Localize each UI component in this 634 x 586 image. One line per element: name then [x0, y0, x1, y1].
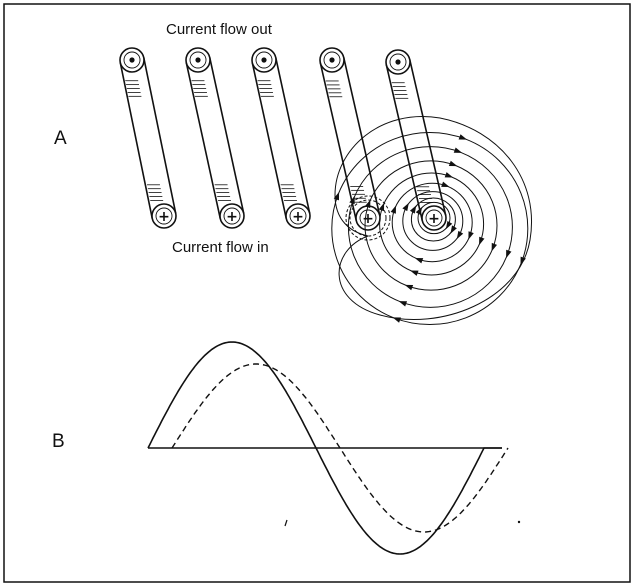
voltage-sine-wave — [147, 341, 502, 555]
conductor-edge — [274, 57, 311, 214]
conductor-edge — [119, 62, 154, 219]
dot-in-circle-icon — [319, 47, 345, 73]
plus-symbol: + — [362, 211, 374, 227]
field-line — [331, 131, 529, 326]
field-arrow — [441, 181, 450, 188]
conductor-5: + — [385, 49, 447, 231]
current-in-label: Current flow in — [172, 239, 269, 256]
field-line — [410, 197, 456, 242]
field-arrow — [402, 202, 409, 212]
ink-speck — [284, 519, 288, 527]
field-arrow — [456, 230, 464, 240]
field-arrow — [378, 202, 385, 212]
field-line — [364, 160, 498, 291]
panel-a-label: A — [54, 128, 67, 149]
conductor-edge — [208, 57, 245, 214]
conductor-edge — [319, 62, 358, 221]
field-line — [379, 172, 485, 276]
current-lagging-sine-wave — [171, 363, 509, 533]
field-line-dashed — [349, 199, 387, 237]
field-line — [334, 116, 532, 320]
magnetic-field-lines — [331, 116, 532, 326]
plus-in-circle-icon: + — [421, 205, 447, 231]
dot-in-circle-icon — [385, 49, 411, 75]
field-arrow — [444, 172, 454, 178]
field-arrow — [453, 147, 463, 153]
field-arrow — [450, 225, 457, 234]
panel-b-label: B — [52, 431, 65, 452]
field-arrow — [414, 257, 424, 264]
field-arrow — [468, 231, 474, 240]
plus-in-circle-icon: + — [219, 203, 245, 229]
plus-symbol: + — [292, 209, 304, 225]
field-arrow — [415, 206, 423, 216]
plus-symbol: + — [158, 209, 170, 225]
plus-in-circle-icon: + — [151, 203, 177, 229]
field-arrow — [458, 134, 468, 140]
field-arrow — [398, 301, 408, 307]
conductor-edge — [342, 57, 381, 216]
figure-border — [3, 3, 631, 583]
field-arrow — [364, 199, 371, 209]
field-line-dashed — [345, 195, 391, 241]
conductor-edge — [185, 62, 222, 219]
field-line — [417, 201, 451, 235]
dot-in-circle-icon — [119, 47, 145, 73]
plus-symbol: + — [226, 209, 238, 225]
field-arrow — [506, 249, 512, 259]
plus-in-circle-icon: + — [355, 205, 381, 231]
field-arrow — [491, 242, 498, 252]
conductor-edge — [408, 59, 447, 216]
conductor-edge — [385, 64, 424, 221]
field-arrow — [410, 270, 419, 276]
plus-in-circle-icon: + — [285, 203, 311, 229]
field-arrow — [445, 220, 453, 230]
field-arrow — [479, 236, 485, 246]
conductor-loops: + + + + + — [119, 47, 447, 231]
conductor-edge — [142, 57, 177, 214]
field-arrow — [409, 205, 417, 214]
field-line — [391, 182, 473, 263]
field-line — [402, 191, 464, 251]
field-arrow — [448, 160, 458, 167]
field-arrow — [390, 205, 396, 214]
conductor-1: + — [119, 47, 177, 229]
dot-in-circle-icon — [185, 47, 211, 73]
conductor-edge — [251, 62, 288, 219]
plus-symbol: + — [428, 211, 440, 227]
dot-in-circle-icon — [251, 47, 277, 73]
current-out-label: Current flow out — [166, 21, 273, 38]
field-arrow — [404, 284, 414, 291]
conductor-3: + — [251, 47, 311, 229]
ink-speck — [517, 520, 521, 524]
conductor-4: + — [319, 47, 381, 231]
conductor-2: + — [185, 47, 245, 229]
